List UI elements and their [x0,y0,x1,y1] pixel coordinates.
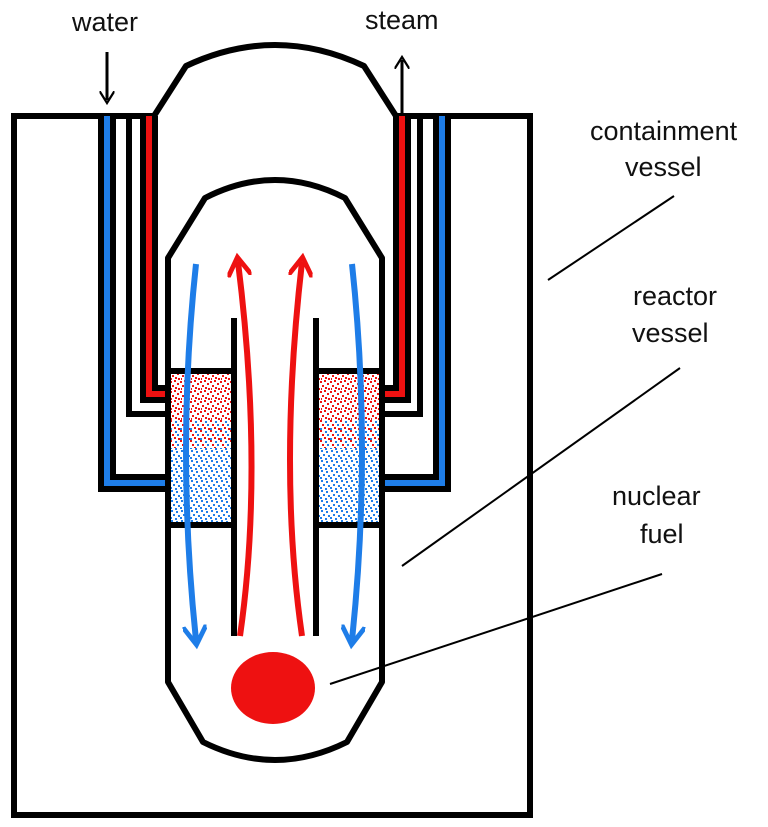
containment-leader-line [547,195,675,281]
containment-label-line2: vessel [625,152,702,182]
cold-flow-arrows [186,263,362,640]
nuclear-fuel-core [231,652,315,724]
containment-vessel [11,42,533,818]
water-label: water [71,7,138,37]
containment-label-line1: containment [590,116,738,146]
right-pipe-assembly [382,116,451,492]
left-pipe-assembly [98,116,168,492]
reactor-label-line2: vessel [632,318,709,348]
reactor-leader-line [401,367,681,567]
reactor-vessel [165,177,385,763]
internal-baffles [231,318,319,636]
reactor-label-line1: reactor [633,281,717,311]
steam-label: steam [365,5,439,35]
fuel-label-line2: fuel [640,519,684,549]
right-heat-exchanger [313,368,385,528]
left-heat-exchanger [165,368,237,528]
hot-flow-arrows [238,262,302,637]
fuel-leader-line [329,573,663,685]
fuel-label-line1: nuclear [612,481,701,511]
